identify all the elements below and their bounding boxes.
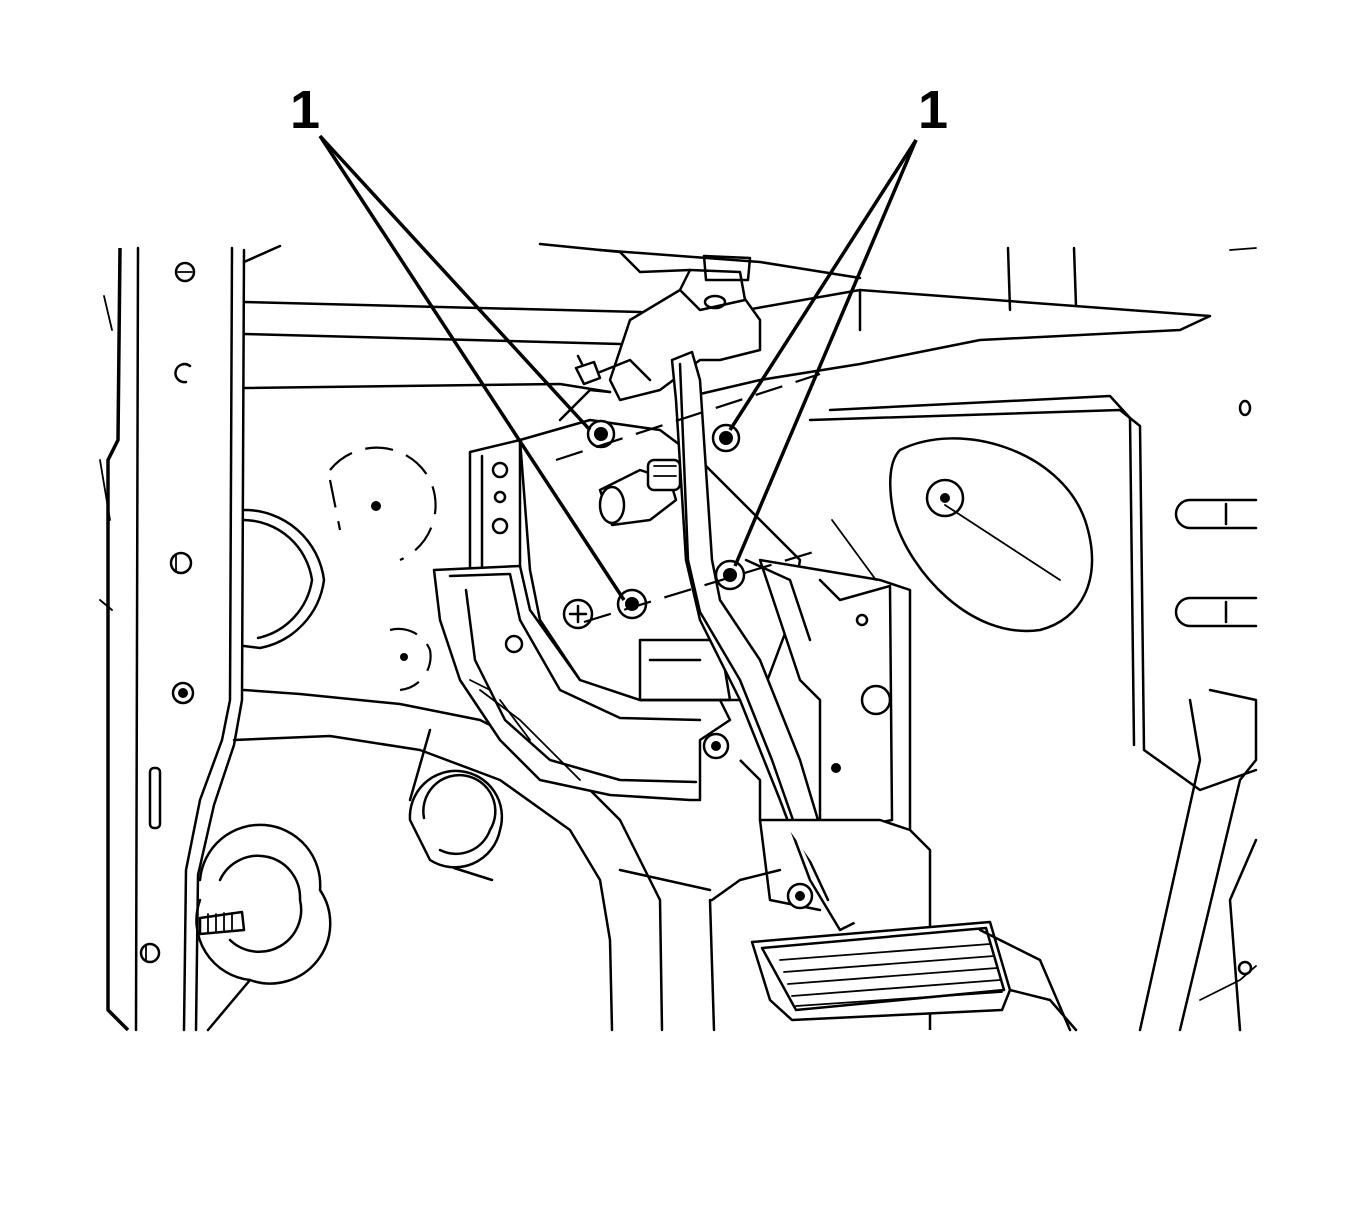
bolt-icon xyxy=(702,732,730,760)
pedal-bracket xyxy=(432,254,802,802)
dash-panel xyxy=(242,242,1258,792)
pedal-pad xyxy=(750,920,1078,1032)
callout-label-right: 1 xyxy=(918,80,948,140)
floor-panel xyxy=(195,688,664,1032)
callout-leaders xyxy=(318,134,918,601)
bolt-icon xyxy=(786,882,814,910)
nut-icon xyxy=(711,423,741,453)
firewall-openings xyxy=(242,446,437,692)
right-oval-opening xyxy=(889,437,1094,633)
bolt-icon xyxy=(562,598,594,630)
callout-label-left: 1 xyxy=(290,80,320,140)
booster-switch xyxy=(558,388,682,527)
left-pillar xyxy=(99,244,282,1032)
fasteners xyxy=(555,372,821,910)
nut-icon xyxy=(714,559,746,591)
lower-right-floor xyxy=(1138,688,1258,1032)
nut-icon xyxy=(586,419,616,449)
